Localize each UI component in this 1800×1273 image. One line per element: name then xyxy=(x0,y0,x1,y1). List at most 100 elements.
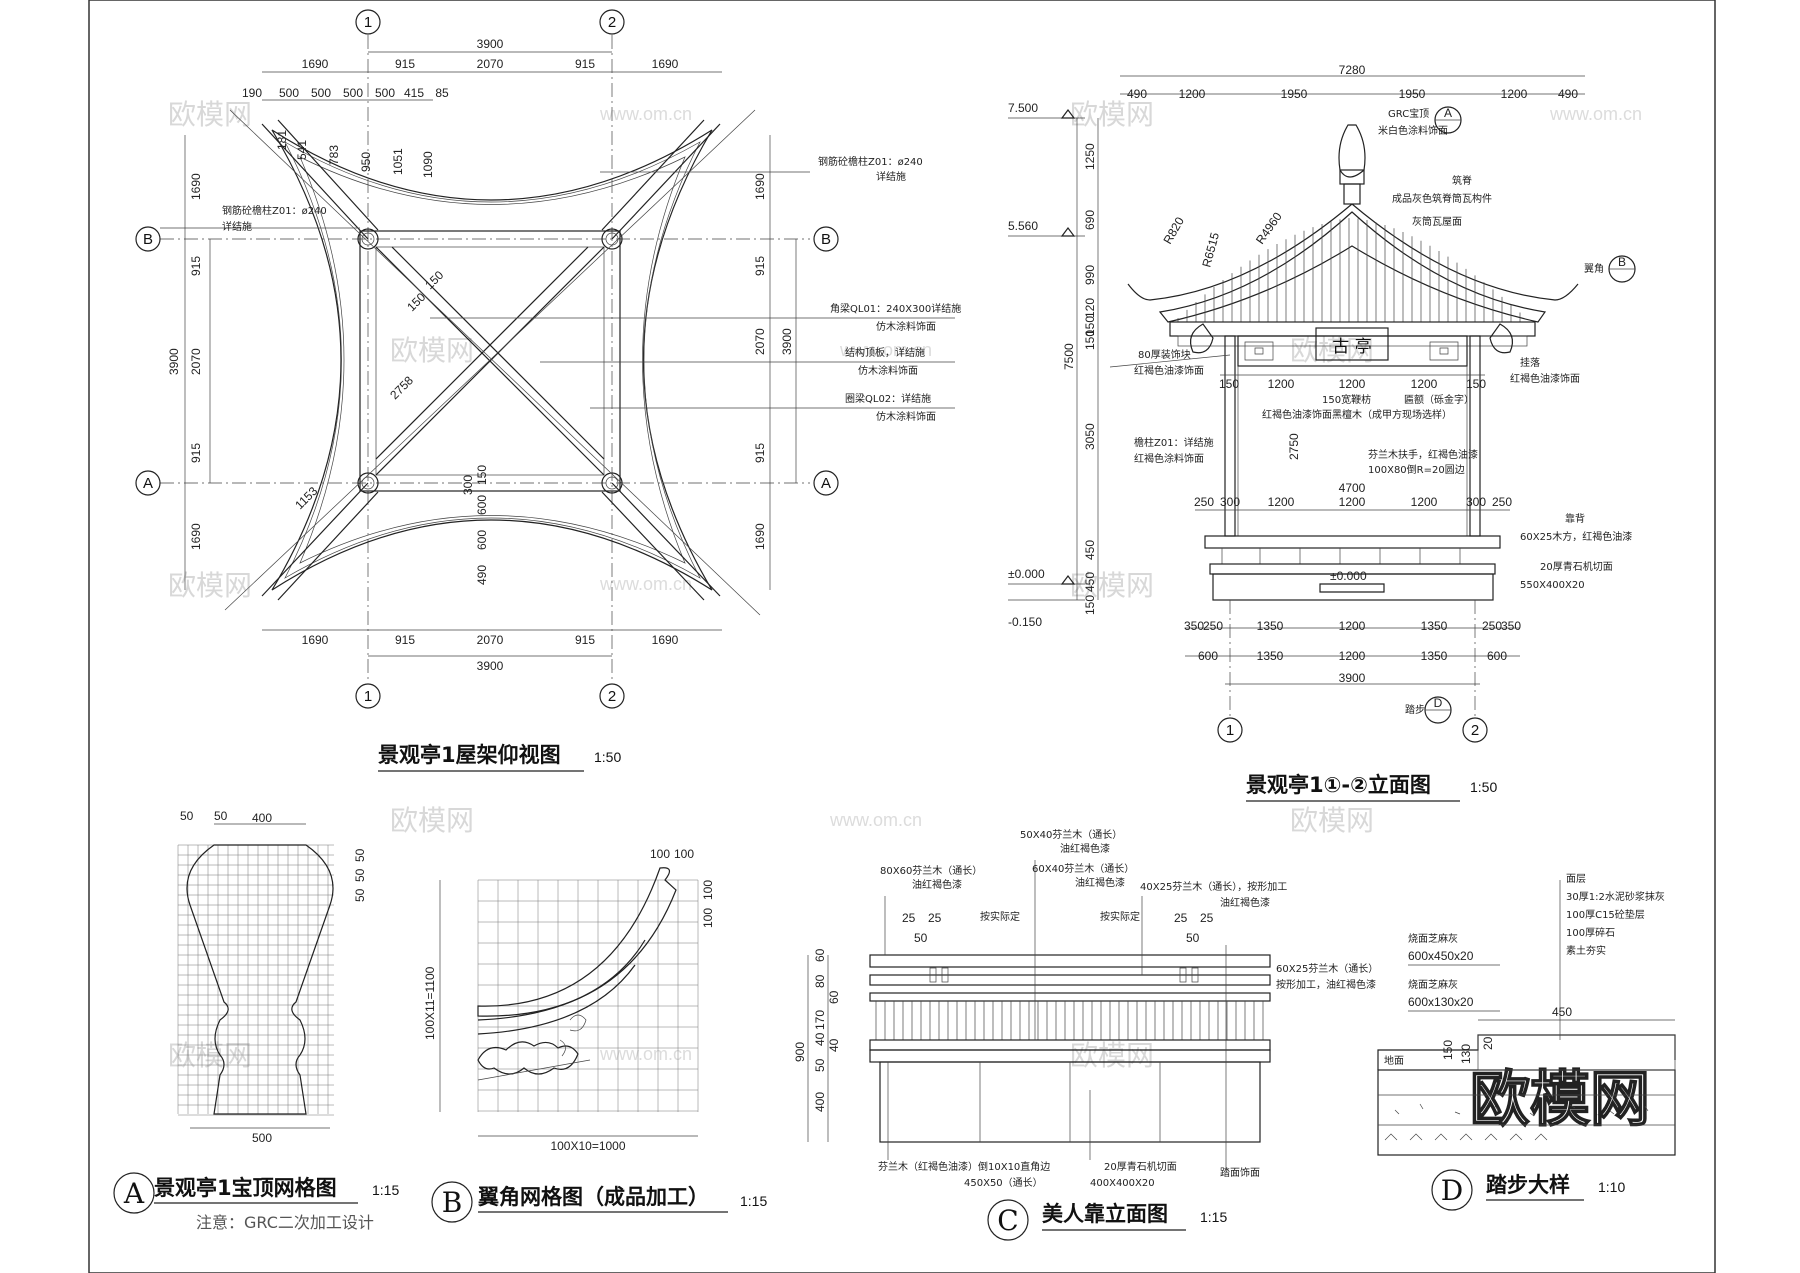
elev-radius: R820 xyxy=(1160,214,1187,246)
plan-dim: 181 xyxy=(275,130,289,150)
elev-dim-left-overall: 7500 xyxy=(1062,343,1076,370)
roof-tiles xyxy=(1177,218,1521,322)
svg-text:D: D xyxy=(1434,696,1443,710)
plan-dim: 1690 xyxy=(652,57,679,71)
svg-text:1: 1 xyxy=(364,688,372,705)
elev-dim: 1200 xyxy=(1339,495,1366,509)
elev-dim: 1200 xyxy=(1268,495,1295,509)
elev-axis-bubble-2: 2 xyxy=(1462,717,1488,743)
elev-level: 5.560 xyxy=(1008,219,1085,237)
svg-text:A: A xyxy=(123,1177,145,1210)
elev-dim: 150 xyxy=(1083,316,1097,336)
plan-dim: 1690 xyxy=(302,633,329,647)
svg-text:B: B xyxy=(143,231,153,248)
watermarks: 欧模网 www.om.cn 欧模网 www.om.cn 欧模网 www.om.c… xyxy=(168,98,1651,1136)
detail-b-dim-vert: 100X11=1100 xyxy=(423,966,437,1040)
plan-dim: 915 xyxy=(575,57,595,71)
svg-text:A: A xyxy=(143,475,153,492)
elev-note: 匾额（砾金字） xyxy=(1404,393,1474,406)
svg-text:7.500: 7.500 xyxy=(1008,101,1038,115)
plan-column xyxy=(601,472,623,494)
elevation-view: 7280 490 1200 1950 1950 1200 490 7.500 5… xyxy=(1008,63,1636,802)
detail-c-scale: 1:15 xyxy=(1200,1209,1227,1225)
detail-d-note: 烧面芝麻灰 xyxy=(1408,978,1458,991)
svg-text:-0.150: -0.150 xyxy=(1008,615,1042,629)
axis-bubble-b-left: B xyxy=(135,226,161,252)
plan-dim: 600 xyxy=(475,495,489,515)
elev-dim: 250 xyxy=(1482,619,1502,633)
plan-dim: 2070 xyxy=(189,348,203,375)
detail-ref-a: A xyxy=(1434,106,1462,134)
finial-outline xyxy=(186,844,334,1115)
watermark-brand: 欧模网 xyxy=(1290,804,1374,837)
elev-dim: 150 xyxy=(1466,377,1486,391)
elev-note: 成品灰色筑脊筒瓦构件 xyxy=(1392,192,1492,205)
plan-dim: 915 xyxy=(189,256,203,276)
detail-a-title: 景观亭1宝顶网格图 xyxy=(154,1176,337,1200)
axis-bubble-1-bottom: 1 xyxy=(355,683,381,709)
elev-level: 7.500 xyxy=(1008,101,1085,119)
plan-scale: 1:50 xyxy=(594,749,621,765)
svg-text:B: B xyxy=(1618,255,1626,269)
detail-c-dim: 170 xyxy=(813,1010,827,1030)
elev-note: 红褐色涂料饰面 xyxy=(1134,452,1204,465)
plan-dim: 2070 xyxy=(477,633,504,647)
detail-d-note: 烧面芝麻灰 xyxy=(1408,932,1458,945)
plan-dim: 150 xyxy=(422,268,446,292)
plan-dim: 1690 xyxy=(302,57,329,71)
detail-c-note: 按形加工，油红褐色漆 xyxy=(1276,978,1376,991)
elev-radius: R6515 xyxy=(1199,231,1222,269)
detail-c-note: 50X40芬兰木（通长） xyxy=(1020,828,1122,841)
watermark-brand: 欧模网 xyxy=(1070,98,1154,131)
detail-c-dim: 80 xyxy=(813,974,827,988)
detail-c-note: 按实际定 xyxy=(980,910,1020,923)
detail-b-dim-horiz: 100X10=1000 xyxy=(550,1139,625,1153)
plan-note: 详结施 xyxy=(222,220,252,233)
elev-note: 芬兰木扶手，红褐色油漆 xyxy=(1368,448,1478,461)
detail-d-dim: 130 xyxy=(1459,1044,1473,1064)
plan-dim: 915 xyxy=(189,443,203,463)
watermark-brand: 欧模网 xyxy=(390,334,474,367)
plan-dim: 150 xyxy=(404,290,428,314)
plan-dim: 541 xyxy=(295,140,309,160)
detail-b-scale: 1:15 xyxy=(740,1193,767,1209)
detail-d-step-section: 面层 30厚1:2水泥砂浆抹灰 100厚C15砼垫层 100厚碎石 素土夯实 烧… xyxy=(1377,873,1676,1211)
detail-a-dim: 500 xyxy=(252,1131,272,1145)
elev-dim: 300 xyxy=(1466,495,1486,509)
watermark-brand: 欧模网 xyxy=(168,98,252,131)
elev-dim: 1200 xyxy=(1339,619,1366,633)
svg-text:C: C xyxy=(997,1204,1018,1237)
plan-dim: 500 xyxy=(311,86,331,100)
plan-note: 钢筋砼檐柱Z01：ø240 xyxy=(222,204,327,217)
detail-c-bubble: C xyxy=(987,1199,1029,1241)
detail-c-note: 450X50（通长） xyxy=(964,1177,1043,1189)
watermark-logo: 欧模网 xyxy=(1470,1065,1650,1135)
plan-column xyxy=(357,228,379,250)
elev-note: 翼角 xyxy=(1584,263,1604,275)
detail-a-dim: 50 xyxy=(353,848,367,862)
detail-c-dim: 40 xyxy=(813,1032,827,1046)
bench-slats xyxy=(875,1001,1264,1040)
plan-note: 钢筋砼檐柱Z01：ø240 xyxy=(818,155,923,168)
plan-dim: 415 xyxy=(404,86,424,100)
elev-note: 筑脊 xyxy=(1452,174,1472,187)
plan-dim: 950 xyxy=(359,152,373,172)
axis-bubble-a-left: A xyxy=(135,470,161,496)
plan-dim-vert-overall: 3900 xyxy=(780,328,794,355)
detail-c-dim: 60 xyxy=(813,948,827,962)
detail-c-note: 芬兰木（红褐色油漆）倒10X10直角边 xyxy=(878,1160,1050,1173)
plan-dim: 500 xyxy=(279,86,299,100)
elev-dim: 1200 xyxy=(1411,377,1438,391)
svg-text:B: B xyxy=(442,1186,463,1219)
elev-note: 檐柱Z01：详结施 xyxy=(1134,436,1214,449)
wing-grid xyxy=(477,879,699,1112)
elev-dim: 490 xyxy=(1127,87,1147,101)
svg-text:2: 2 xyxy=(608,14,616,31)
elev-dim: 600 xyxy=(1198,649,1218,663)
elev-dim: 150 xyxy=(1219,377,1239,391)
detail-c-note: 60X40芬兰木（通长） xyxy=(1032,862,1134,875)
plan-dim: 1690 xyxy=(652,633,679,647)
plan-dim: 915 xyxy=(395,57,415,71)
grc-finial xyxy=(1338,124,1366,178)
elev-dim-2750: 2750 xyxy=(1287,433,1301,460)
